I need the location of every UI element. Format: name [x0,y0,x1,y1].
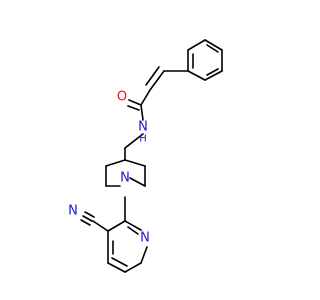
nitrile-nitrogen-label: N [68,204,78,219]
bond [124,220,142,231]
bond [140,104,144,121]
phenyl-ring [187,39,223,81]
pyridine-ring [107,196,148,273]
bond-double [127,105,140,111]
bond-double-inner [206,44,219,53]
molecule-canvas: O N H N N N [68,39,223,273]
piperidine-ring [105,159,146,187]
bond [204,70,223,81]
atom-labels: O N H N N N [68,90,150,246]
bond [187,70,206,81]
bond [107,220,126,232]
bond-triple [80,219,91,226]
bond [140,89,151,106]
bond-triple [82,215,93,222]
bond [92,220,109,232]
piperidine-nitrogen-label: N [120,171,130,186]
structure-diagram: O N H N N N [68,39,223,273]
nitrile-group [80,211,109,232]
bond [124,262,142,273]
bond-double-inner [127,226,139,235]
bond [124,133,144,149]
bond [187,39,206,51]
bond [140,246,148,264]
amide-nitrogen-label: N [138,120,148,135]
bond-triple [84,211,95,218]
bond [128,99,142,106]
bond-double-inner [111,257,128,267]
oxygen-atom-label: O [117,90,127,105]
amide-linker [124,104,144,161]
bond [129,177,146,187]
bond [124,159,146,167]
bond-double-inner [145,66,160,86]
bond-double-inner [206,68,219,76]
amide-hydrogen-label: H [139,134,147,145]
bond [107,262,126,273]
carbonyl [127,99,142,111]
alkene-chain [140,66,189,106]
pyridine-nitrogen-label: N [140,231,150,246]
bond [105,159,126,167]
bond [149,70,165,91]
bond [204,39,223,51]
